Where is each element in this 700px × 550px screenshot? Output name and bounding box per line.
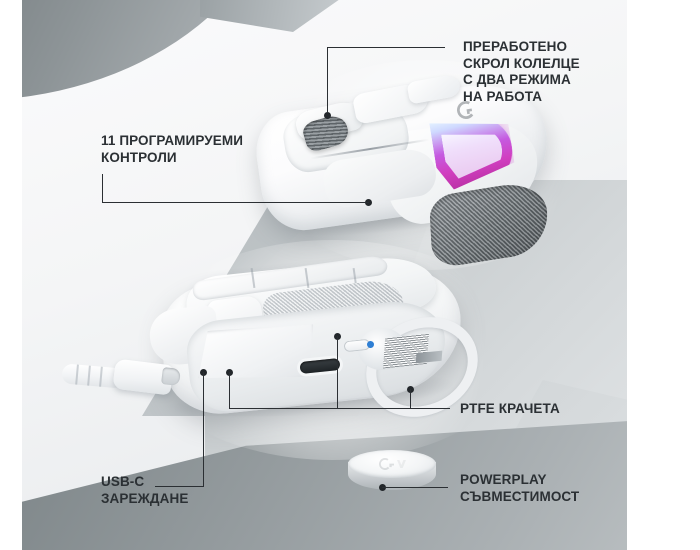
callout-label-programmable-controls: 11 ПРОГРАМИРУЕМИ КОНТРОЛИ [101, 133, 243, 165]
usb-c-cable [61, 358, 182, 402]
callout-label-usb-c-charging: USB-C ЗАРЕЖДАНЕ [101, 474, 189, 506]
logitech-g-logo-icon [452, 96, 479, 123]
callout-leader-programmable-controls-horizontal [102, 202, 369, 203]
callout-label-powerplay: POWERPLAY СЪВМЕСТИМОСТ [460, 472, 580, 504]
callout-leader-ptfe-2-vertical [229, 372, 230, 409]
callout-leader-usbc-vertical [203, 372, 204, 486]
callout-label-scroll-wheel: ПРЕРАБОТЕНО СКРОЛ КОЛЕЛЦЕ С ДВА РЕЖИМА Н… [463, 39, 580, 104]
callout-label-ptfe-feet: PTFE КРАЧЕТА [460, 401, 560, 416]
callout-leader-scroll-wheel-vertical [327, 47, 328, 113]
powerplay-puck [346, 450, 438, 498]
usb-c-connector-tip [161, 366, 181, 387]
logitech-g-logo-icon [379, 457, 406, 470]
callout-leader-ptfe-4-vertical [410, 389, 411, 409]
callout-leader-scroll-wheel-horizontal [327, 47, 445, 48]
powerplay-puck-top [348, 450, 436, 478]
callout-leader-usbc-horizontal [155, 486, 204, 487]
background-wedge-top-left-accent [200, 0, 350, 32]
callout-leader-ptfe-horizontal [229, 408, 450, 409]
callout-leader-programmable-controls-vertical [102, 174, 103, 203]
callout-leader-powerplay-horizontal [382, 487, 448, 488]
callout-dot-scroll-wheel [324, 112, 331, 119]
mouse-top-view [251, 70, 558, 270]
callout-leader-ptfe-3-vertical [337, 336, 338, 409]
mouse-bottom-view [147, 252, 480, 427]
regulatory-label [383, 333, 429, 369]
